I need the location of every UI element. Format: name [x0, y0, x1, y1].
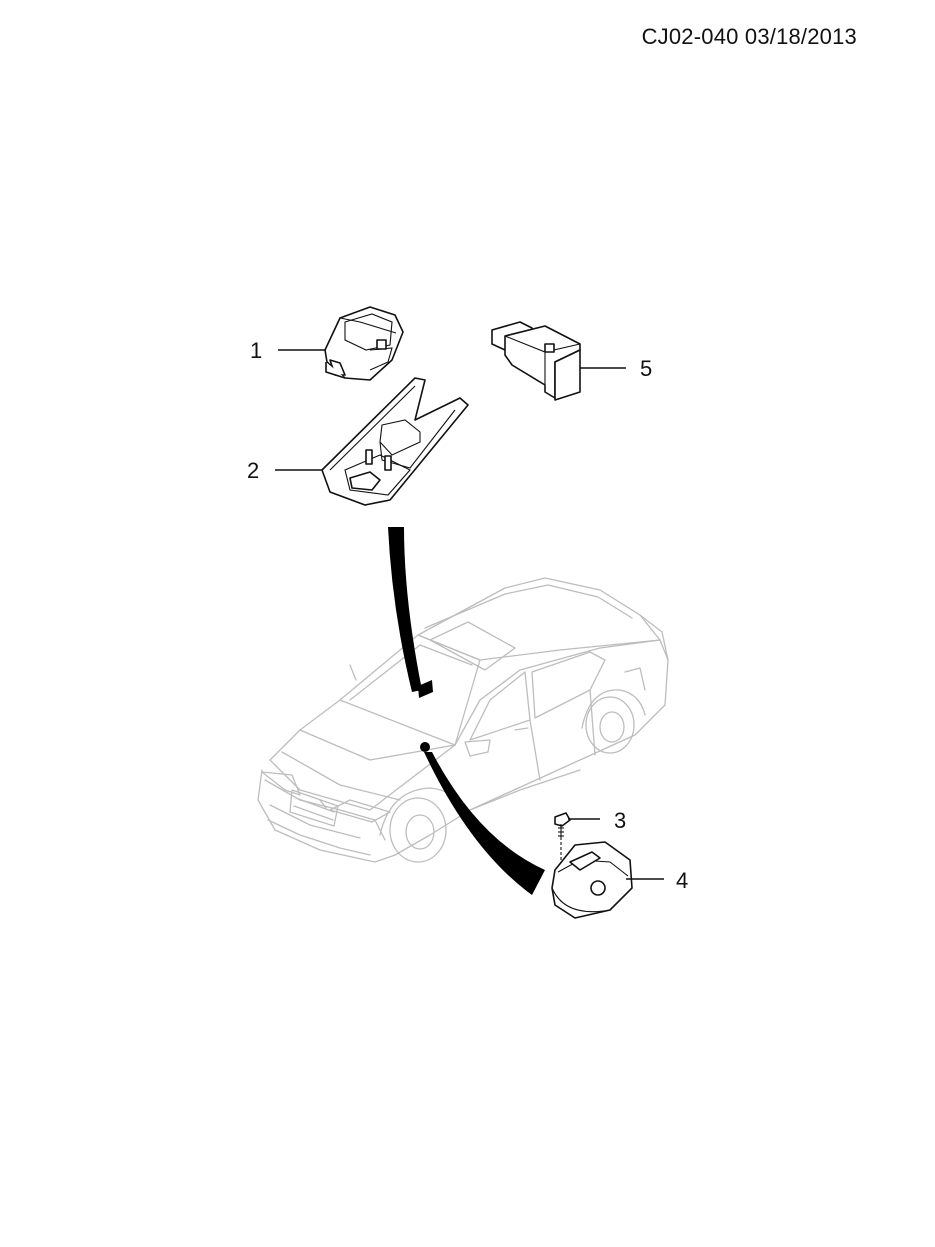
vehicle-outline — [257, 577, 669, 863]
part-3-screw — [554, 812, 571, 840]
pointer-to-windshield — [388, 527, 422, 692]
part-4-housing — [551, 841, 633, 919]
callout-3: 3 — [614, 808, 626, 833]
callout-2: 2 — [247, 458, 259, 483]
pointer-to-part-4 — [424, 752, 545, 895]
diagram-code-date: CJ02-040 03/18/2013 — [641, 24, 857, 49]
part-2-cover — [321, 377, 469, 506]
target-mark-dash — [420, 742, 430, 752]
callout-5: 5 — [640, 356, 652, 381]
callout-4: 4 — [676, 868, 688, 893]
part-5-connector — [491, 321, 581, 401]
part-1-sensor — [324, 306, 404, 381]
callout-1: 1 — [250, 338, 262, 363]
target-mark-windshield — [418, 680, 433, 698]
